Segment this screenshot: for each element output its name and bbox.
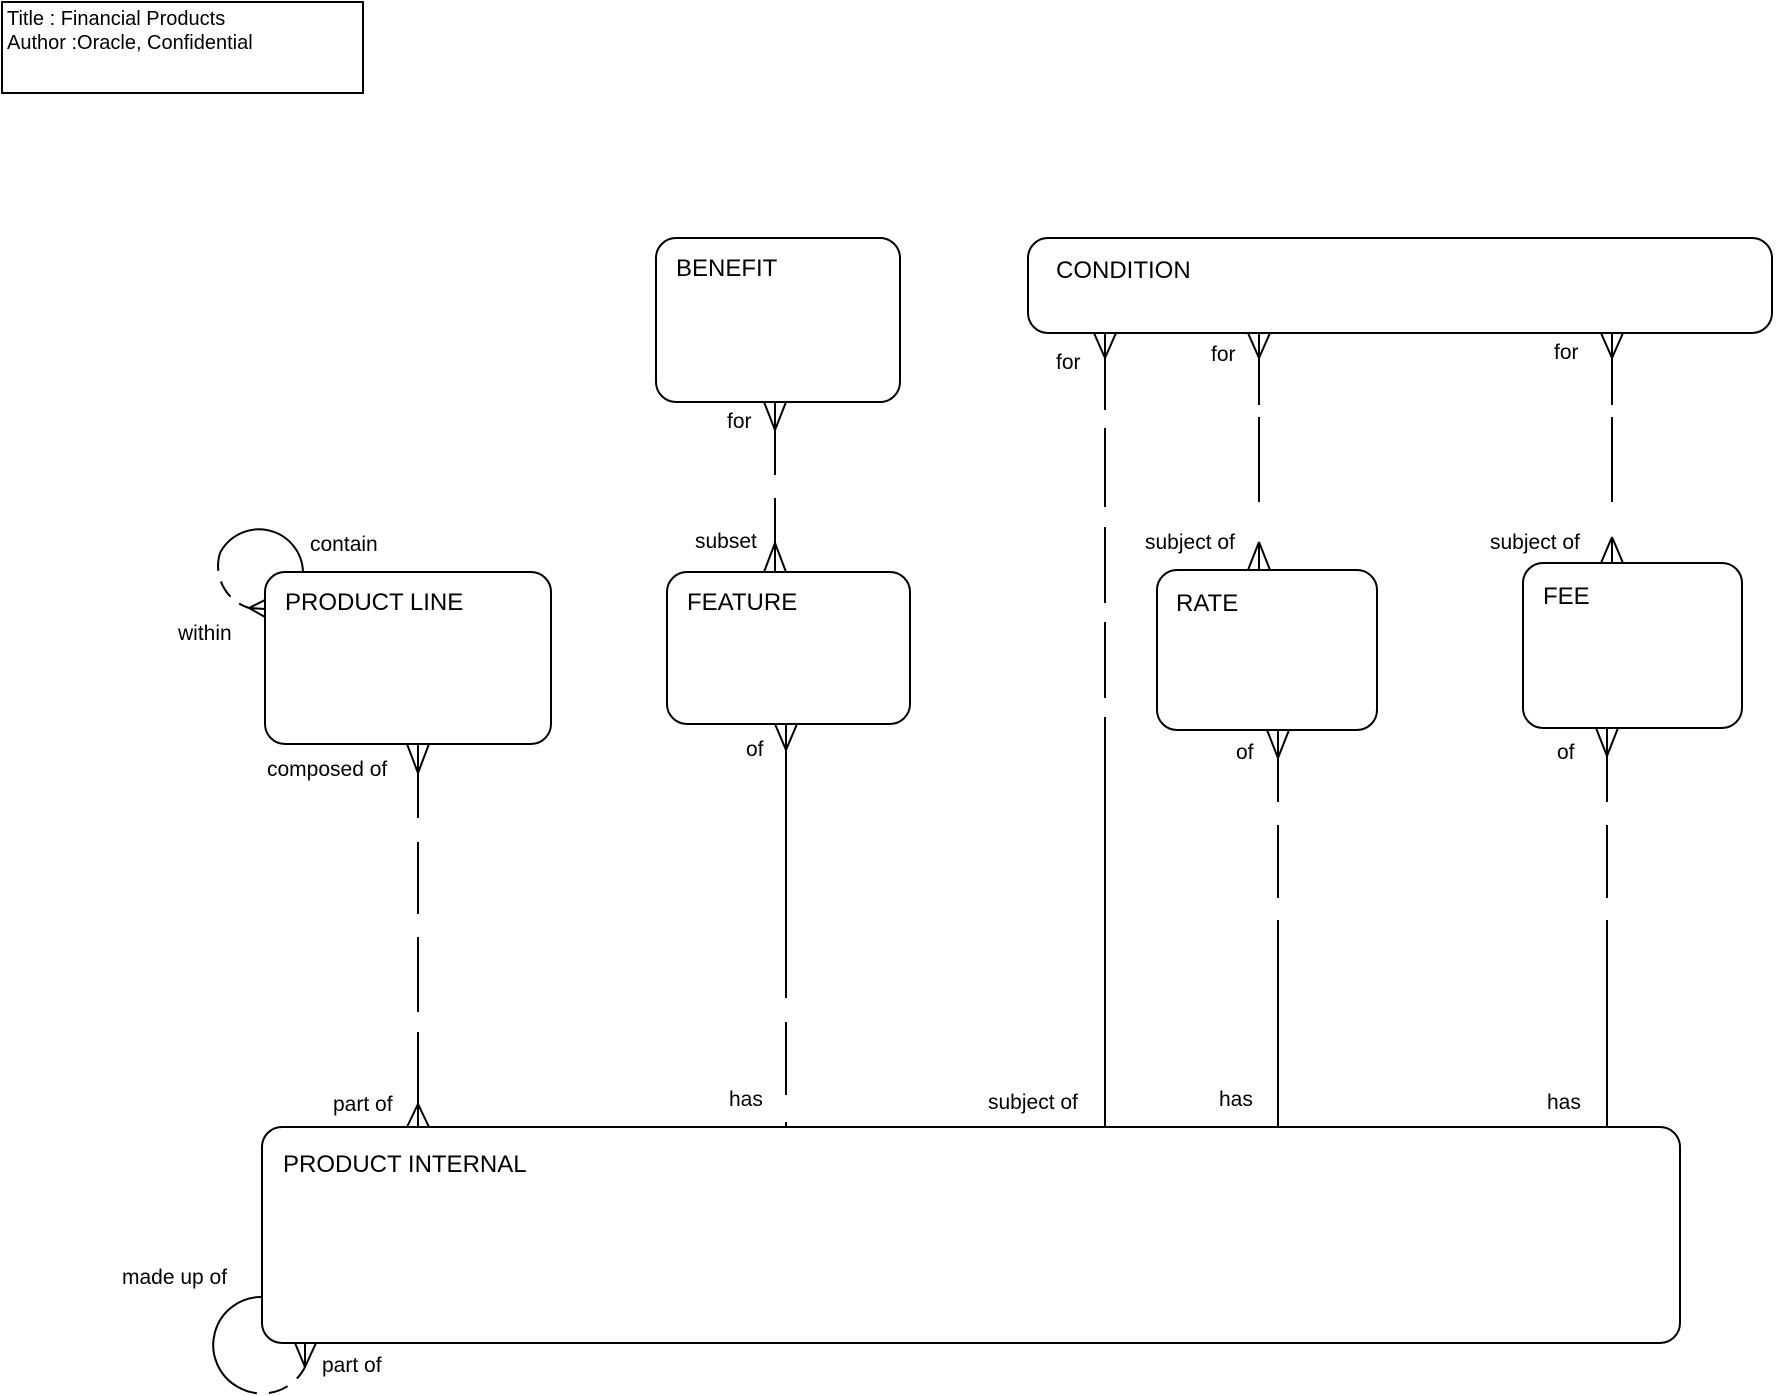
title-block-border	[1, 1, 364, 94]
entity-name: FEATURE	[687, 589, 797, 616]
relationship-label: within	[177, 622, 232, 645]
relationship-benefit-feature[interactable]: for subset	[695, 401, 787, 573]
entity-benefit[interactable]: BENEFIT	[655, 237, 901, 403]
entity-product-line[interactable]: PRODUCT LINE	[264, 571, 552, 745]
relationship-rate-product-internal[interactable]: of has	[1219, 729, 1290, 1127]
relationship-label: subject of	[988, 1091, 1078, 1114]
relationship-label: of	[1557, 741, 1575, 764]
relationship-line	[1595, 727, 1619, 1127]
diagram-title-block: Title : Financial Products Author :Oracl…	[1, 1, 364, 94]
relationship-arc-solid	[219, 528, 304, 573]
entity-rate[interactable]: RATE	[1156, 569, 1378, 731]
relationship-line	[1247, 332, 1271, 571]
diagram-author: Author :Oracle, Confidential	[7, 32, 253, 54]
entity-box[interactable]	[1522, 562, 1743, 729]
relationship-label: of	[746, 738, 764, 761]
relationship-label: subset	[695, 530, 757, 553]
relationship-label: subject of	[1490, 531, 1580, 554]
relationship-label: for	[1056, 351, 1081, 374]
relationship-arc-dashed	[237, 1366, 306, 1395]
relationship-label: contain	[310, 533, 378, 556]
relationship-line	[1266, 729, 1290, 1127]
relationship-label: has	[1219, 1088, 1253, 1111]
relationship-line	[1600, 332, 1624, 564]
entity-box[interactable]	[1156, 569, 1378, 731]
relationship-condition-fee[interactable]: for subject of	[1490, 332, 1624, 564]
relationship-condition-rate[interactable]: for subject of	[1145, 332, 1271, 571]
relationship-line	[406, 743, 430, 1128]
entity-name: PRODUCT INTERNAL	[283, 1151, 527, 1178]
relationship-label: composed of	[267, 758, 387, 781]
crow-foot-icon	[248, 599, 266, 618]
entity-fee[interactable]: FEE	[1522, 562, 1743, 729]
entity-box[interactable]	[264, 571, 552, 745]
crow-foot-icon	[294, 1342, 317, 1368]
entity-name: BENEFIT	[676, 255, 778, 282]
relationship-feature-product-internal[interactable]: of has	[729, 723, 798, 1127]
entity-name: RATE	[1176, 590, 1238, 617]
entity-product-internal[interactable]: PRODUCT INTERNAL	[261, 1126, 1681, 1344]
relationship-label: subject of	[1145, 531, 1235, 554]
relationship-line	[763, 401, 787, 573]
entity-name: PRODUCT LINE	[285, 589, 463, 616]
relationship-arc-solid	[212, 1295, 263, 1388]
relationship-line	[774, 723, 798, 1127]
relationship-arc-dashed	[217, 552, 250, 609]
relationship-label: has	[1547, 1091, 1581, 1114]
relationship-label: for	[727, 410, 752, 433]
relationship-product-line-product-internal[interactable]: composed of part of	[267, 743, 430, 1128]
entity-box[interactable]	[261, 1126, 1681, 1344]
relationship-fee-product-internal[interactable]: of has	[1547, 727, 1619, 1127]
relationship-line	[1093, 332, 1117, 1127]
diagram-title: Title : Financial Products	[7, 8, 225, 30]
relationship-label: part of	[333, 1093, 393, 1116]
relationship-product-internal-self[interactable]: made up of part of	[122, 1266, 382, 1395]
relationship-label: has	[729, 1088, 763, 1111]
entity-box[interactable]	[1027, 237, 1773, 334]
relationship-label: for	[1211, 343, 1236, 366]
relationship-product-line-self[interactable]: contain within	[177, 528, 378, 645]
entity-box[interactable]	[666, 571, 911, 725]
relationship-condition-product-internal[interactable]: for subject of	[988, 332, 1117, 1127]
entity-feature[interactable]: FEATURE	[666, 571, 911, 725]
relationship-label: part of	[322, 1354, 382, 1377]
entity-box[interactable]	[655, 237, 901, 403]
relationship-label: of	[1236, 741, 1254, 764]
relationship-label: made up of	[122, 1266, 227, 1289]
entity-condition[interactable]: CONDITION	[1027, 237, 1773, 334]
entity-name: FEE	[1543, 583, 1590, 610]
relationship-label: for	[1554, 341, 1579, 364]
entity-name: CONDITION	[1056, 257, 1191, 284]
